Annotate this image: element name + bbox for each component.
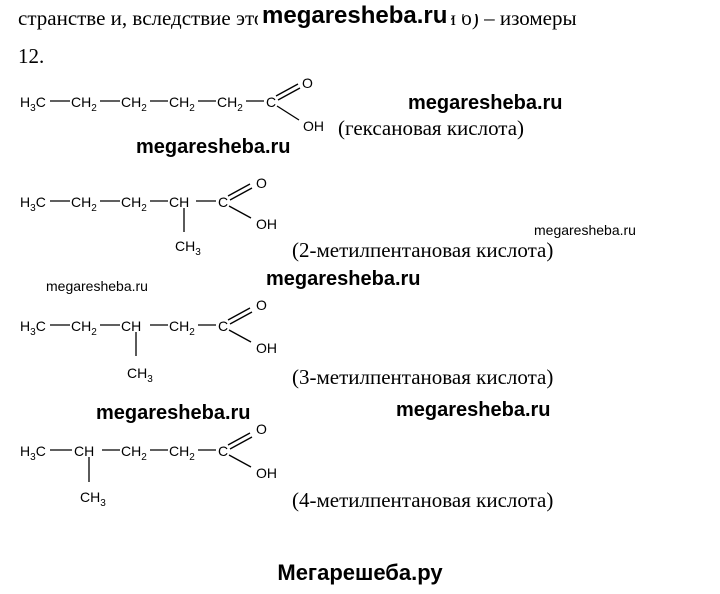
svg-text:CH2: CH2	[121, 94, 147, 114]
watermark-small-1: megaresheba.ru	[534, 222, 636, 238]
name-3-methylpentanoic-acid: (3-метилпентановая кислота)	[292, 365, 554, 389]
svg-text:OH: OH	[256, 465, 277, 481]
svg-text:O: O	[256, 421, 267, 437]
svg-text:CH2: CH2	[71, 194, 97, 214]
name-2-methylpentanoic-acid: (2-метилпентановая кислота)	[292, 238, 554, 262]
watermark-bold-2: megaresheba.ru	[136, 136, 291, 158]
svg-text:CH: CH	[121, 318, 141, 334]
svg-text:CH2: CH2	[71, 318, 97, 338]
chain-1: H3C CH2 CH2 CH2 CH2 C O OH	[20, 75, 324, 134]
watermark-bold-4: megaresheba.ru	[96, 402, 251, 424]
svg-text:C: C	[218, 318, 228, 334]
problem-number: 12.	[18, 44, 45, 68]
watermark-bold-1: megaresheba.ru	[408, 92, 563, 114]
name-hexanoic-acid: (гексановая кислота)	[338, 116, 525, 140]
svg-text:OH: OH	[256, 216, 277, 232]
watermark-small-2: megaresheba.ru	[46, 278, 148, 294]
svg-text:O: O	[256, 175, 267, 191]
svg-text:H3C: H3C	[20, 194, 46, 214]
svg-text:CH: CH	[74, 443, 94, 459]
svg-text:H3C: H3C	[20, 94, 46, 114]
svg-text:CH2: CH2	[169, 318, 195, 338]
svg-text:C: C	[218, 194, 228, 210]
svg-text:O: O	[302, 75, 313, 91]
svg-text:CH3: CH3	[80, 489, 106, 509]
svg-text:OH: OH	[303, 118, 324, 134]
name-4-methylpentanoic-acid: (4-метилпентановая кислота)	[292, 488, 554, 512]
svg-text:C: C	[218, 443, 228, 459]
svg-text:H3C: H3C	[20, 318, 46, 338]
watermark-bold-3: megaresheba.ru	[266, 268, 421, 290]
svg-text:CH2: CH2	[169, 443, 195, 463]
svg-text:O: O	[256, 297, 267, 313]
header-watermark: megaresheba.ru	[258, 2, 452, 30]
svg-text:CH2: CH2	[71, 94, 97, 114]
svg-text:CH3: CH3	[175, 238, 201, 258]
svg-text:C: C	[266, 94, 276, 110]
svg-text:H3C: H3C	[20, 443, 46, 463]
watermark-bold-5: megaresheba.ru	[396, 399, 551, 421]
svg-text:CH2: CH2	[121, 194, 147, 214]
svg-text:CH3: CH3	[127, 365, 153, 385]
footer-title: Мегарешеба.ру	[277, 560, 443, 585]
svg-text:CH2: CH2	[217, 94, 243, 114]
svg-text:OH: OH	[256, 340, 277, 356]
svg-text:CH: CH	[169, 194, 189, 210]
svg-text:CH2: CH2	[121, 443, 147, 463]
svg-text:CH2: CH2	[169, 94, 195, 114]
